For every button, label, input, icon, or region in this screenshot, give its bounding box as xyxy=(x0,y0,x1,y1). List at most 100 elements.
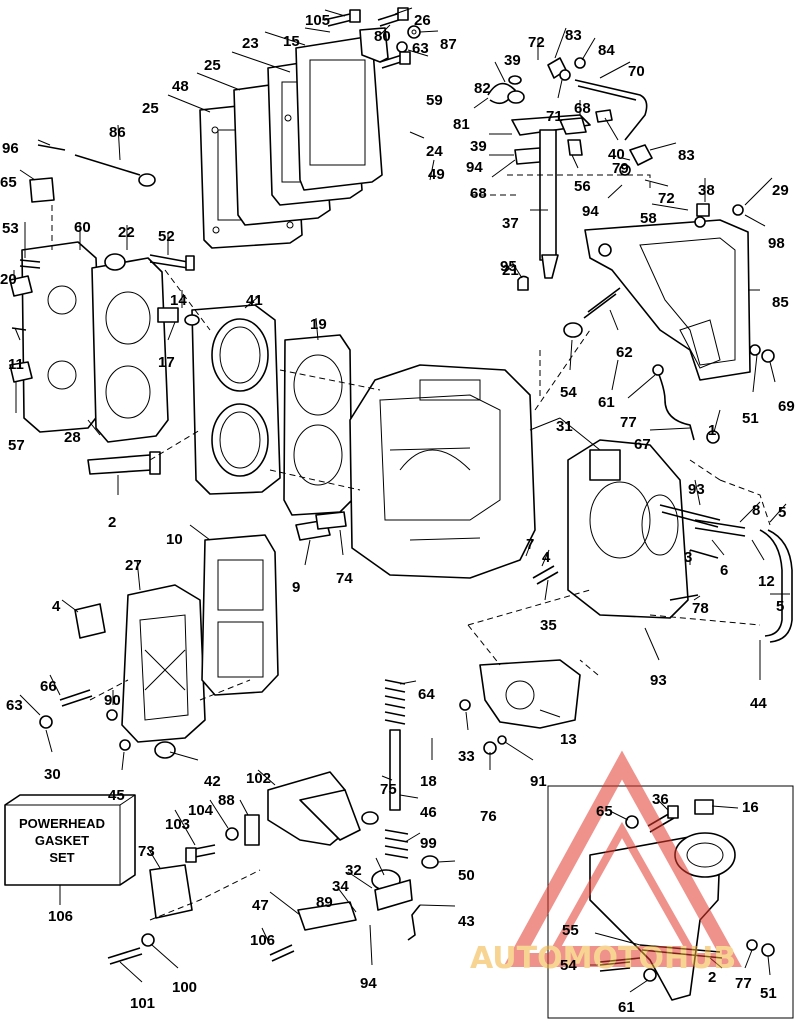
callout-61: 61 xyxy=(598,394,615,411)
callout-49: 49 xyxy=(428,166,445,183)
callout-72: 72 xyxy=(528,34,545,51)
callout-88: 88 xyxy=(218,792,235,809)
bypass-small-parts xyxy=(39,603,176,759)
callout-64: 64 xyxy=(418,686,435,703)
callout-25: 25 xyxy=(142,100,159,117)
crankcase-half xyxy=(532,439,746,619)
callout-78: 78 xyxy=(692,600,709,617)
callout-83: 83 xyxy=(678,147,695,164)
inset-callout-61: 61 xyxy=(618,999,635,1016)
callout-35: 35 xyxy=(540,617,557,634)
callout-82: 82 xyxy=(474,80,491,97)
callout-101: 101 xyxy=(130,995,155,1012)
callout-68: 68 xyxy=(574,100,591,117)
callout-106: 106 xyxy=(48,908,73,925)
callout-102: 102 xyxy=(246,770,271,787)
callout-34: 34 xyxy=(332,878,349,895)
callout-26: 26 xyxy=(414,12,431,29)
callout-70: 70 xyxy=(628,63,645,80)
callout-58: 58 xyxy=(640,210,657,227)
callout-75: 75 xyxy=(380,781,397,798)
inset-callout-54: 54 xyxy=(560,957,577,974)
callout-71: 71 xyxy=(546,108,563,125)
inset-callout-51: 51 xyxy=(760,985,777,1002)
callout-41: 41 xyxy=(246,292,263,309)
callout-7: 7 xyxy=(526,536,534,553)
callout-93: 93 xyxy=(688,481,705,498)
callout-31: 31 xyxy=(556,418,573,435)
alignment-lines xyxy=(51,205,771,921)
callout-2: 2 xyxy=(108,514,116,531)
watermark-triangle-inner xyxy=(548,821,697,954)
inset-callout-36: 36 xyxy=(652,791,669,808)
callout-60: 60 xyxy=(74,219,91,236)
callout-85: 85 xyxy=(772,294,789,311)
callout-87: 87 xyxy=(440,36,457,53)
callout-90: 90 xyxy=(104,692,121,709)
callout-83: 83 xyxy=(565,27,582,44)
callout-21: 21 xyxy=(502,262,519,279)
callout-29: 29 xyxy=(772,182,789,199)
callout-100: 100 xyxy=(172,979,197,996)
watermark: AUTOMOTOHUB xyxy=(470,750,742,976)
callout-24: 24 xyxy=(426,143,443,160)
callout-48: 48 xyxy=(172,78,189,95)
callout-28: 28 xyxy=(64,429,81,446)
callout-63: 63 xyxy=(412,40,429,57)
inset-callout-65: 65 xyxy=(596,803,613,820)
callout-5: 5 xyxy=(778,504,786,521)
leader-lines xyxy=(13,7,790,983)
throttle-linkage xyxy=(487,57,653,291)
callout-9: 9 xyxy=(292,579,300,596)
callout-44: 44 xyxy=(750,695,767,712)
callout-94: 94 xyxy=(582,203,599,220)
callout-104: 104 xyxy=(188,802,214,819)
callout-67: 67 xyxy=(634,436,651,453)
callout-37: 37 xyxy=(502,215,519,232)
gasket-set-line3: SET xyxy=(49,850,74,865)
callout-65: 65 xyxy=(0,174,17,191)
callout-42: 42 xyxy=(204,773,221,790)
cylinder-block xyxy=(349,364,536,579)
support-bracket xyxy=(563,203,775,381)
callout-79: 79 xyxy=(612,160,629,177)
callout-81: 81 xyxy=(453,116,470,133)
callout-74: 74 xyxy=(336,570,353,587)
lower-brackets xyxy=(107,771,361,965)
bypass-cover xyxy=(121,534,279,743)
callout-57: 57 xyxy=(8,437,25,454)
callout-12: 12 xyxy=(758,573,775,590)
callout-8: 8 xyxy=(752,502,760,519)
callout-96: 96 xyxy=(2,140,19,157)
callout-59: 59 xyxy=(426,92,443,109)
callout-46: 46 xyxy=(420,804,437,821)
callout-1: 1 xyxy=(708,422,716,439)
inset-callout-55: 55 xyxy=(562,922,579,939)
callout-5: 5 xyxy=(776,598,784,615)
small-parts-left xyxy=(9,144,347,541)
callout-6: 6 xyxy=(720,562,728,579)
callout-76: 76 xyxy=(480,808,497,825)
callout-54: 54 xyxy=(560,384,577,401)
callout-43: 43 xyxy=(458,913,475,930)
watermark-text: AUTOMOTOHUB xyxy=(470,941,736,976)
callout-39: 39 xyxy=(504,52,521,69)
callout-4: 4 xyxy=(52,598,61,615)
inset-callout-77: 77 xyxy=(735,975,752,992)
callout-10: 10 xyxy=(166,531,183,548)
callout-25: 25 xyxy=(204,57,221,74)
callout-89: 89 xyxy=(316,894,333,911)
callout-51: 51 xyxy=(742,410,759,427)
callout-66: 66 xyxy=(40,678,57,695)
callout-14: 14 xyxy=(170,292,187,309)
callout-13: 13 xyxy=(560,731,577,748)
callout-22: 22 xyxy=(118,224,135,241)
inset-callout-2: 2 xyxy=(708,969,716,986)
callout-69: 69 xyxy=(778,398,795,415)
callout-56: 56 xyxy=(574,178,591,195)
callout-105: 105 xyxy=(305,12,330,29)
callout-94: 94 xyxy=(360,975,377,992)
callout-19: 19 xyxy=(310,316,327,333)
